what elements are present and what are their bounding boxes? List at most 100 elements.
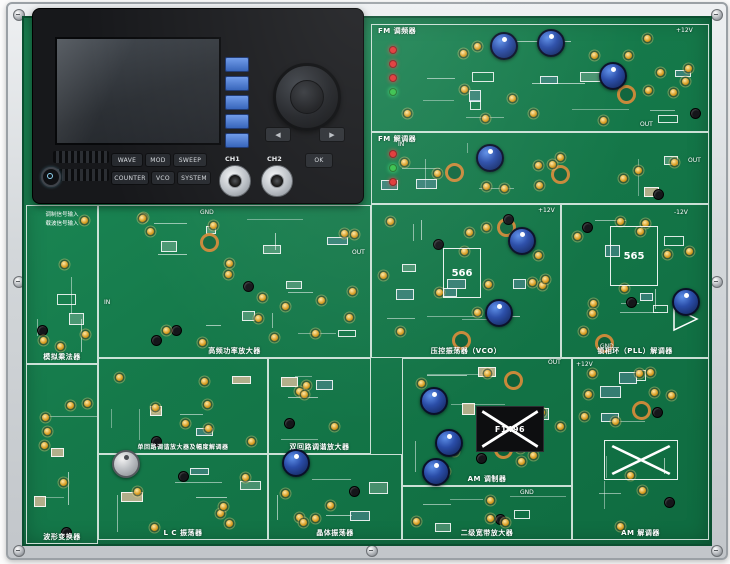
terminal-post[interactable] (296, 514, 304, 522)
terminal-post[interactable] (282, 490, 290, 498)
arrow-left-button[interactable]: ◀ (265, 127, 291, 142)
terminal-post[interactable] (116, 374, 124, 382)
terminal-post[interactable] (209, 221, 217, 229)
terminal-post[interactable] (460, 49, 468, 57)
terminal-post[interactable] (401, 159, 409, 167)
terminal-post[interactable] (581, 412, 589, 420)
terminal-post[interactable] (473, 309, 481, 317)
terminal-post[interactable] (650, 389, 658, 397)
terminal-post[interactable] (282, 302, 290, 310)
terminal-post[interactable] (667, 391, 675, 399)
arrow-right-button[interactable]: ▶ (319, 127, 345, 142)
terminal-post[interactable] (636, 370, 644, 378)
terminal-post[interactable] (483, 183, 491, 191)
terminal-post[interactable] (348, 288, 356, 296)
terminal-post[interactable] (312, 515, 320, 523)
terminal-post[interactable] (557, 154, 565, 162)
adjust-knob[interactable] (282, 449, 310, 477)
terminal-post[interactable] (664, 251, 672, 259)
terminal-post[interactable] (670, 158, 678, 166)
terminal-post[interactable] (204, 425, 212, 432)
terminal-post[interactable] (302, 381, 310, 389)
terminal-post[interactable] (350, 231, 358, 239)
adjust-knob[interactable] (435, 429, 463, 457)
terminal-post[interactable] (271, 334, 279, 342)
terminal-post[interactable] (255, 314, 263, 322)
terminal-post[interactable] (585, 390, 593, 398)
terminal-post[interactable] (226, 260, 234, 268)
terminal-post[interactable] (517, 457, 525, 465)
terminal-post[interactable] (346, 314, 354, 322)
terminal-post[interactable] (529, 110, 537, 118)
terminal-post[interactable] (341, 229, 349, 237)
terminal-post[interactable] (460, 86, 468, 94)
terminal-post[interactable] (331, 422, 339, 430)
terminal-post[interactable] (647, 368, 655, 376)
terminal-post[interactable] (636, 227, 644, 235)
softkey-button[interactable] (225, 95, 249, 110)
terminal-post[interactable] (617, 523, 625, 531)
terminal-post[interactable] (541, 275, 549, 283)
terminal-post[interactable] (80, 216, 88, 224)
terminal-post[interactable] (534, 252, 542, 259)
adjust-knob[interactable] (112, 450, 140, 478)
terminal-post[interactable] (611, 417, 619, 425)
terminal-post[interactable] (549, 161, 557, 169)
terminal-post[interactable] (418, 380, 425, 388)
terminal-post[interactable] (436, 289, 444, 297)
terminal-post[interactable] (634, 167, 642, 175)
terminal-post[interactable] (226, 520, 234, 528)
terminal-post[interactable] (536, 182, 544, 190)
system-button[interactable]: SYSTEM (177, 171, 211, 185)
sweep-button[interactable]: SWEEP (173, 153, 207, 167)
terminal-post[interactable] (139, 215, 147, 223)
terminal-post[interactable] (152, 404, 160, 412)
terminal-post[interactable] (502, 518, 510, 526)
ch1-bnc-connector[interactable] (219, 165, 251, 197)
adjust-knob[interactable] (476, 144, 504, 172)
terminal-post[interactable] (60, 479, 68, 487)
terminal-post[interactable] (487, 497, 495, 505)
terminal-post[interactable] (466, 229, 474, 237)
terminal-post[interactable] (641, 219, 649, 227)
terminal-post[interactable] (657, 69, 665, 77)
ch2-bnc-connector[interactable] (261, 165, 293, 197)
terminal-post[interactable] (589, 370, 597, 378)
terminal-post[interactable] (482, 224, 490, 232)
adjust-knob[interactable] (485, 299, 513, 327)
terminal-post[interactable] (300, 518, 308, 526)
terminal-post[interactable] (644, 87, 652, 95)
terminal-post[interactable] (219, 503, 227, 511)
terminal-post[interactable] (528, 278, 536, 286)
terminal-post[interactable] (241, 473, 249, 481)
terminal-post[interactable] (643, 34, 651, 42)
terminal-post[interactable] (40, 336, 48, 344)
terminal-post[interactable] (318, 297, 326, 305)
terminal-post[interactable] (686, 247, 694, 255)
terminal-post[interactable] (327, 501, 335, 509)
terminal-post[interactable] (600, 116, 608, 124)
terminal-post[interactable] (380, 271, 388, 279)
rotary-knob[interactable] (273, 63, 341, 131)
terminal-post[interactable] (162, 327, 170, 335)
adjust-knob[interactable] (508, 227, 536, 255)
softkey-button[interactable] (225, 114, 249, 129)
terminal-post[interactable] (404, 109, 412, 117)
terminal-post[interactable] (473, 43, 481, 51)
terminal-post[interactable] (224, 271, 232, 279)
terminal-post[interactable] (181, 420, 189, 428)
terminal-post[interactable] (201, 378, 209, 386)
terminal-post[interactable] (66, 401, 74, 409)
terminal-post[interactable] (588, 309, 596, 317)
terminal-post[interactable] (501, 184, 509, 192)
terminal-post[interactable] (684, 65, 692, 73)
adjust-knob[interactable] (422, 458, 450, 486)
ok-button[interactable]: OK (305, 153, 333, 168)
terminal-post[interactable] (538, 282, 546, 290)
terminal-post[interactable] (312, 330, 320, 338)
terminal-post[interactable] (579, 327, 587, 335)
terminal-post[interactable] (258, 293, 266, 301)
terminal-post[interactable] (61, 261, 69, 269)
terminal-post[interactable] (386, 218, 394, 226)
adjust-knob[interactable] (490, 32, 518, 60)
